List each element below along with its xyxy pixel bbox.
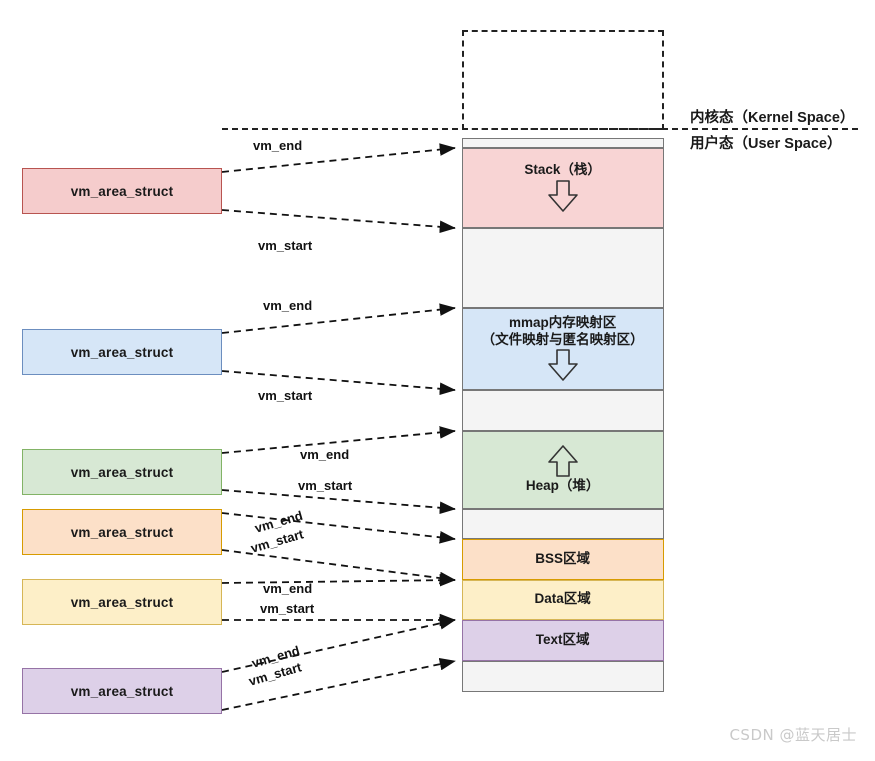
connector-caption-vm-end-9: vm_end	[263, 581, 313, 596]
mem-segment-label-bss: BSS区域	[535, 551, 590, 568]
watermark: CSDN @蓝天居士	[729, 726, 857, 744]
mem-segment-heap: Heap（堆）	[461, 430, 664, 509]
connector-caption-vm-start-10: vm_start	[260, 601, 315, 616]
virtual-memory-column: Stack（栈） mmap内存映射区（文件映射与匿名映射区） Heap（堆） BSS区…	[461, 137, 664, 692]
vm-area-struct-box-2[interactable]: vm_area_struct	[22, 329, 222, 375]
vm-area-struct-box-5[interactable]: vm_area_struct	[22, 579, 222, 625]
mem-segment-label-heap: Heap（堆）	[526, 478, 600, 495]
mem-segment-gap-3	[461, 508, 664, 539]
vm-area-struct-label: vm_area_struct	[70, 524, 174, 540]
mem-segment-label-data: Data区域	[534, 591, 590, 608]
mem-segment-data: Data区域	[461, 579, 664, 620]
mem-segment-gap-top	[461, 137, 664, 148]
mem-segment-label-text: Text区域	[536, 632, 590, 649]
vm-area-struct-label: vm_area_struct	[70, 183, 174, 199]
connector-vma-2-end	[221, 303, 456, 334]
mem-segment-text: Text区域	[461, 619, 664, 661]
vm-area-struct-label: vm_area_struct	[70, 594, 174, 610]
vm-area-struct-label: vm_area_struct	[70, 344, 174, 360]
vm-area-struct-label: vm_area_struct	[70, 683, 174, 699]
mem-segment-gap-2	[461, 389, 664, 431]
mem-segment-label-line1: Heap（堆）	[525, 478, 600, 494]
vm-area-struct-label: vm_area_struct	[70, 464, 174, 480]
vm-area-struct-box-3[interactable]: vm_area_struct	[22, 449, 222, 495]
connector-caption-vm-start-4: vm_start	[258, 388, 313, 403]
mem-segment-label-line1: Data区域	[534, 591, 591, 607]
mem-segment-label-line1: Text区域	[535, 631, 590, 647]
mem-segment-gap-bottom	[461, 660, 664, 692]
mem-segment-label-line2: （文件映射与匿名映射区）	[481, 331, 644, 347]
connector-caption-vm-end-1: vm_end	[253, 138, 303, 153]
mem-segment-gap-1	[461, 227, 664, 308]
connector-caption-vm-start-6: vm_start	[298, 478, 353, 493]
connector-caption-vm-end-5: vm_end	[300, 447, 350, 462]
connector-vma-5-end	[221, 573, 456, 587]
kernel-user-divider	[222, 128, 858, 130]
connector-caption-vm-end-3: vm_end	[263, 298, 313, 313]
connector-vma-1-start	[221, 209, 456, 234]
heap-growth-arrow-up	[547, 445, 578, 477]
mem-segment-label-line1: BSS区域	[535, 550, 590, 566]
vm-area-struct-box-6[interactable]: vm_area_struct	[22, 668, 222, 714]
stack-growth-arrow-down	[547, 180, 578, 212]
mmap-growth-arrow-down	[547, 349, 578, 382]
vm-area-struct-box-1[interactable]: vm_area_struct	[22, 168, 222, 214]
mem-segment-bss: BSS区域	[461, 538, 664, 580]
kernel-space-box	[462, 30, 664, 130]
mem-segment-mmap: mmap内存映射区（文件映射与匿名映射区）	[461, 307, 664, 390]
mem-segment-label-line1: Stack（栈）	[524, 162, 601, 178]
mem-segment-label-stack: Stack（栈）	[524, 162, 601, 179]
user-space-label: 用户态（User Space）	[690, 136, 842, 152]
vm-area-struct-box-4[interactable]: vm_area_struct	[22, 509, 222, 555]
kernel-space-label: 内核态（Kernel Space）	[690, 110, 855, 126]
mem-segment-stack: Stack（栈）	[461, 147, 664, 228]
connector-vma-2-start	[221, 370, 456, 396]
connector-caption-vm-start-2: vm_start	[258, 238, 313, 253]
mem-segment-label-mmap: mmap内存映射区（文件映射与匿名映射区）	[482, 315, 644, 349]
mem-segment-label-line1: mmap内存映射区	[508, 314, 617, 330]
